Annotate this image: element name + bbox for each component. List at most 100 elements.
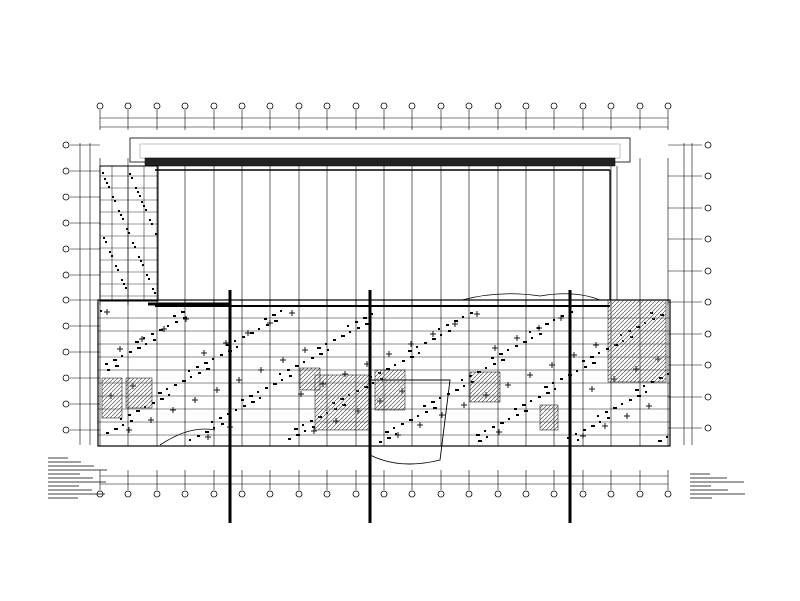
tower-column-mark xyxy=(146,274,148,276)
top-axis-bubble xyxy=(607,102,615,110)
top-axis-bubble xyxy=(550,102,558,110)
column-mark xyxy=(289,375,292,377)
tower-column-mark xyxy=(125,287,127,289)
column-mark xyxy=(440,334,442,336)
column-mark xyxy=(524,410,528,412)
tower-column-mark xyxy=(155,233,157,235)
column-mark xyxy=(546,392,550,394)
column-mark xyxy=(168,394,170,396)
tower-column-mark xyxy=(114,200,116,202)
column-mark xyxy=(279,373,281,375)
column-mark xyxy=(265,387,268,389)
bottom-axis-bubbles xyxy=(96,490,672,498)
hatched-area xyxy=(539,404,559,431)
column-mark xyxy=(379,441,382,443)
bottom-axis-bubble xyxy=(522,490,530,498)
column-mark xyxy=(637,395,641,397)
column-mark xyxy=(281,379,283,381)
column-mark xyxy=(531,337,533,339)
column-mark xyxy=(105,363,108,365)
tower-column-mark xyxy=(152,288,154,290)
top-axis-bubble xyxy=(323,102,331,110)
right-axis-bubble xyxy=(704,298,712,306)
column-mark xyxy=(439,397,441,399)
column-mark xyxy=(484,430,486,432)
column-mark xyxy=(599,421,601,423)
bottom-axis-bubble xyxy=(465,490,473,498)
left-axis-bubble xyxy=(62,374,70,382)
tower-column-mark xyxy=(138,256,140,258)
column-mark xyxy=(371,313,373,315)
tower-column-mark xyxy=(140,260,142,262)
right-axis-bubble xyxy=(704,204,712,212)
column-mark xyxy=(606,348,609,350)
column-mark xyxy=(666,436,668,438)
column-mark xyxy=(198,372,201,374)
column-mark xyxy=(273,383,277,385)
tower-column-mark xyxy=(112,196,114,198)
roof-curve xyxy=(461,293,601,301)
left-axis-bubble xyxy=(62,322,70,330)
column-mark xyxy=(302,424,304,426)
column-mark xyxy=(470,312,473,314)
left-axis-bubble xyxy=(62,400,70,408)
column-mark xyxy=(303,361,305,363)
column-mark xyxy=(393,427,395,429)
hatched-area xyxy=(125,377,153,409)
hatched-area xyxy=(607,299,667,383)
column-mark xyxy=(576,370,578,372)
column-mark xyxy=(645,391,647,393)
column-mark xyxy=(544,386,548,388)
column-mark xyxy=(385,431,389,433)
column-mark xyxy=(120,418,122,420)
column-mark xyxy=(317,347,321,349)
column-mark xyxy=(584,366,587,368)
top-axis-bubble xyxy=(238,102,246,110)
column-mark xyxy=(523,341,527,343)
column-mark xyxy=(287,369,290,371)
column-mark xyxy=(204,362,208,364)
column-mark xyxy=(175,321,178,323)
left-axis-bubble xyxy=(62,141,70,149)
left-axis-bubbles xyxy=(62,141,70,434)
bottom-axis-bubble xyxy=(323,490,331,498)
column-mark xyxy=(561,315,564,317)
column-mark xyxy=(159,329,163,331)
column-mark xyxy=(387,437,391,439)
column-mark xyxy=(121,355,123,357)
column-mark xyxy=(257,391,259,393)
tower-column-mark xyxy=(129,173,131,175)
bottom-axis-bubble xyxy=(352,490,360,498)
column-mark xyxy=(529,331,531,333)
bottom-axis-bubble xyxy=(266,490,274,498)
right-axis-bubble xyxy=(704,235,712,243)
hatched-area xyxy=(299,367,321,391)
tower-column-mark xyxy=(137,191,139,193)
tower-column-mark xyxy=(143,205,145,207)
column-mark xyxy=(188,370,190,372)
bottom-axis-bubble xyxy=(408,490,416,498)
column-mark xyxy=(417,415,419,417)
column-mark xyxy=(151,333,154,335)
column-mark xyxy=(643,385,645,387)
column-mark xyxy=(552,382,554,384)
column-mark xyxy=(158,392,162,394)
column-mark xyxy=(319,353,323,355)
hatched-area xyxy=(374,369,406,411)
column-mark xyxy=(235,409,237,411)
tower-column-mark xyxy=(108,186,110,188)
bottom-axis-bubble xyxy=(550,490,558,498)
column-mark xyxy=(280,310,282,312)
column-mark xyxy=(395,433,397,435)
top-axis-bubble xyxy=(96,102,104,110)
tower-column-mark xyxy=(118,210,120,212)
column-mark xyxy=(394,364,396,366)
top-axis-bubble xyxy=(636,102,644,110)
column-mark xyxy=(333,339,336,341)
top-axis-bubble xyxy=(664,102,672,110)
left-axis-bubble xyxy=(62,219,70,227)
tower-column-mark xyxy=(135,187,137,189)
column-mark xyxy=(478,440,482,442)
column-mark xyxy=(577,439,579,441)
tower-column-mark xyxy=(132,242,134,244)
